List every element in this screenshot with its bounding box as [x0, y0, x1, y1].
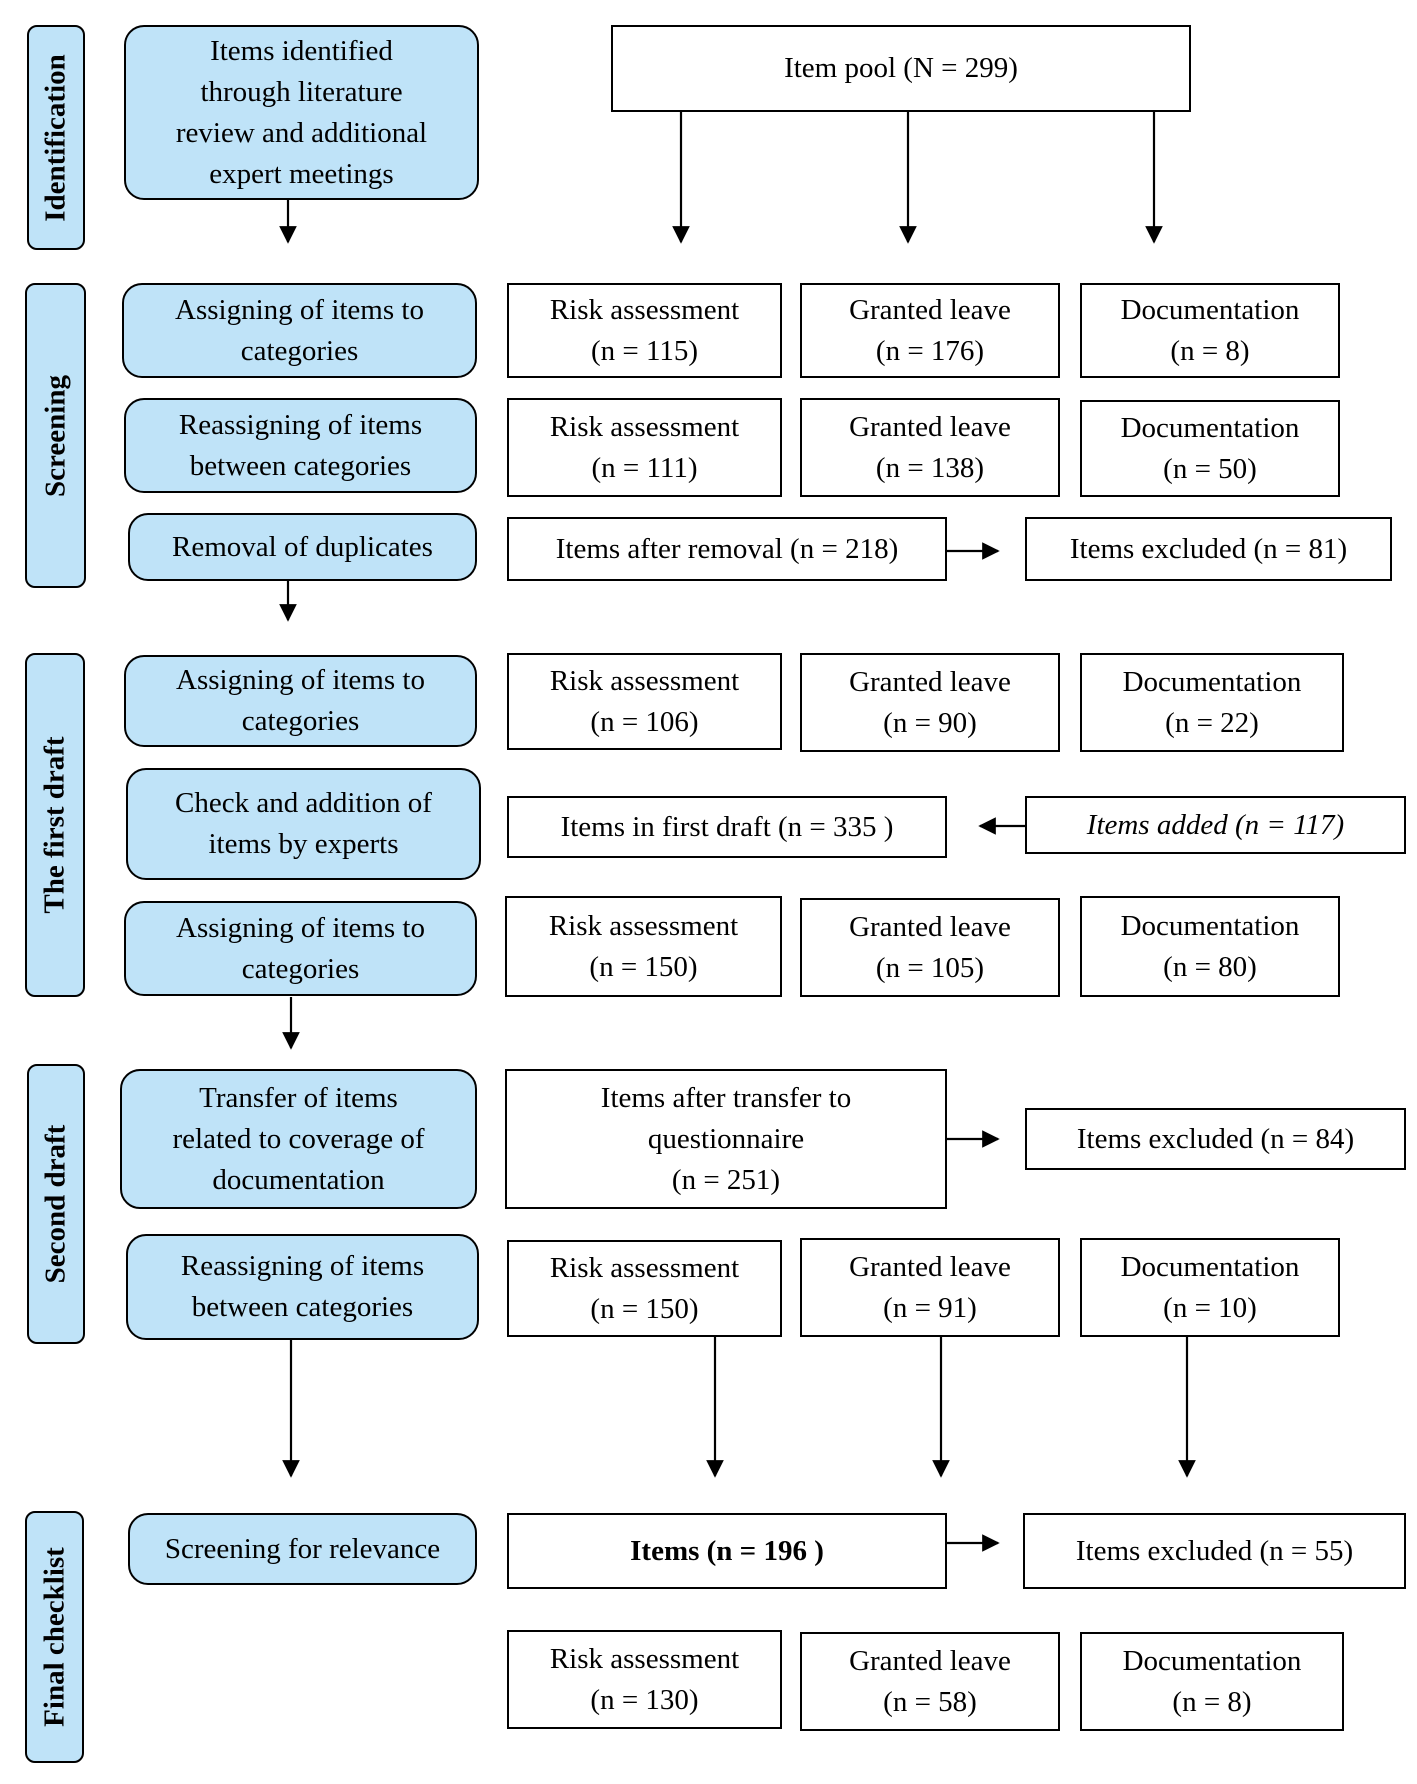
items-excluded-1: Items excluded (n = 81)	[1025, 517, 1392, 581]
items-after-removal: Items after removal (n = 218)	[507, 517, 947, 581]
step-assign-categories-1: Assigning of items to categories	[122, 283, 477, 378]
step-check-addition: Check and addition of items by experts	[126, 768, 481, 880]
step-removal-duplicates: Removal of duplicates	[128, 513, 477, 581]
phase-second-draft: Second draft	[27, 1064, 85, 1344]
step-transfer: Transfer of items related to coverage of…	[120, 1069, 477, 1209]
step-screening-relevance: Screening for relevance	[128, 1513, 477, 1585]
step-identified: Items identified through literature revi…	[124, 25, 479, 200]
step-reassign-categories-2: Reassigning of items between categories	[126, 1234, 479, 1340]
row2-documentation: Documentation (n = 50)	[1080, 400, 1340, 497]
row2-granted-leave: Granted leave (n = 138)	[800, 398, 1060, 497]
final-items-box: Items (n = 196 )	[507, 1513, 947, 1589]
step-assign-categories-2: Assigning of items to categories	[124, 655, 477, 747]
row6-granted-leave: Granted leave (n = 58)	[800, 1632, 1060, 1731]
row4-granted-leave: Granted leave (n = 105)	[800, 898, 1060, 997]
items-excluded-2: Items excluded (n = 84)	[1025, 1108, 1406, 1170]
step-reassign-categories-1: Reassigning of items between categories	[124, 398, 477, 493]
row4-risk-assessment: Risk assessment (n = 150)	[505, 896, 782, 997]
item-pool-box: Item pool (N = 299)	[611, 25, 1191, 112]
row2-risk-assessment: Risk assessment (n = 111)	[507, 398, 782, 497]
phase-first-draft: The first draft	[25, 653, 85, 997]
phase-final-checklist: Final checklist	[25, 1511, 84, 1763]
phase-identification: Identification	[27, 25, 85, 250]
phase-screening: Screening	[25, 283, 86, 588]
step-assign-categories-3: Assigning of items to categories	[124, 901, 477, 996]
row1-risk-assessment: Risk assessment (n = 115)	[507, 283, 782, 378]
items-added: Items added (n = 117)	[1025, 796, 1406, 854]
row3-documentation: Documentation (n = 22)	[1080, 653, 1344, 752]
items-after-transfer: Items after transfer to questionnaire (n…	[505, 1069, 947, 1209]
row3-granted-leave: Granted leave (n = 90)	[800, 653, 1060, 752]
row5-granted-leave: Granted leave (n = 91)	[800, 1238, 1060, 1337]
row6-documentation: Documentation (n = 8)	[1080, 1632, 1344, 1731]
items-in-first-draft: Items in first draft (n = 335 )	[507, 796, 947, 858]
row5-documentation: Documentation (n = 10)	[1080, 1238, 1340, 1337]
row5-risk-assessment: Risk assessment (n = 150)	[507, 1240, 782, 1337]
row4-documentation: Documentation (n = 80)	[1080, 896, 1340, 997]
row1-documentation: Documentation (n = 8)	[1080, 283, 1340, 378]
row3-risk-assessment: Risk assessment (n = 106)	[507, 653, 782, 750]
row1-granted-leave: Granted leave (n = 176)	[800, 283, 1060, 378]
row6-risk-assessment: Risk assessment (n = 130)	[507, 1630, 782, 1729]
items-excluded-3: Items excluded (n = 55)	[1023, 1513, 1406, 1589]
